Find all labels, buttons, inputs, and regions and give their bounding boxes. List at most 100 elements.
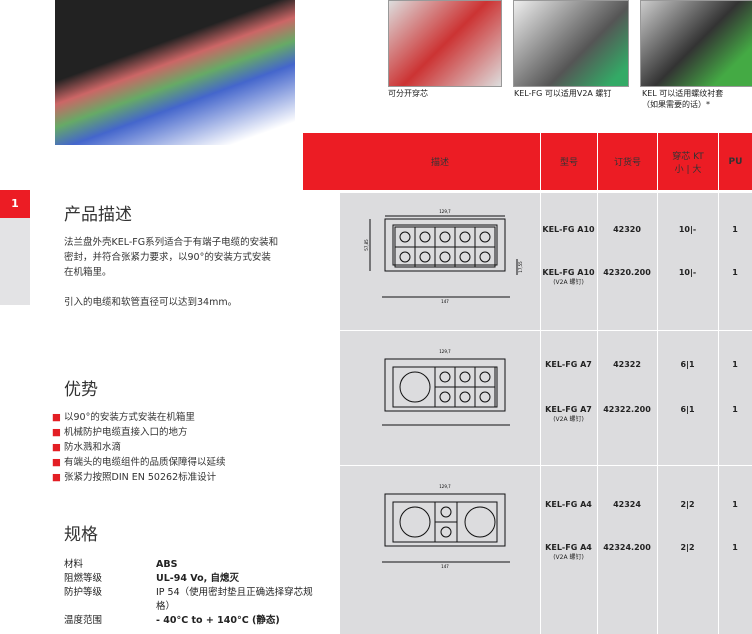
advantage-item: ■ 机械防护电缆直接入口的地方: [52, 427, 188, 438]
header-description: 描述: [430, 158, 449, 168]
pu: 1: [732, 500, 738, 509]
cell-kt: 2|2: [657, 500, 718, 509]
cell-order: 42320: [597, 225, 657, 234]
svg-text:147: 147: [441, 564, 449, 569]
drawing-a10: 129,7 147 57,85 17,55: [364, 209, 523, 304]
pu: 1: [732, 360, 738, 369]
kt: 2|2: [680, 543, 695, 552]
pu: 1: [732, 405, 738, 414]
model: KEL-FG A7: [545, 360, 592, 369]
model: KEL-FG A7: [545, 405, 592, 414]
model: KEL-FG A10: [542, 268, 595, 277]
grommet-cell: [474, 226, 496, 248]
grommet-hole: [479, 391, 491, 403]
advantages-title: 优势: [64, 380, 98, 400]
grommet-hole: [459, 251, 471, 263]
grommet-cell: [414, 226, 436, 248]
advantages-list: ■ 以90°的安装方式安装在机箱里 ■ 机械防护电缆直接入口的地方 ■ 防水溅和…: [52, 410, 226, 485]
cell-pu: 1: [718, 405, 752, 414]
cell-pu: 1: [718, 268, 752, 277]
dim-side: 17,55: [518, 261, 523, 273]
description-text: 法兰盘外壳KEL-FG系列适合于有端子电缆的安装和密封，并符合张紧力要求，以90…: [64, 235, 279, 310]
grommet-cell: [474, 246, 496, 268]
grommet-cell: [454, 386, 476, 408]
cell-kt: 6|1: [657, 405, 718, 414]
order-number: 42322.200: [603, 405, 651, 414]
grommet-hole: [419, 251, 431, 263]
description-title: 产品描述: [64, 205, 132, 225]
kt: 10|-: [678, 225, 697, 234]
order-number: 42320: [613, 225, 641, 234]
pu: 1: [732, 543, 738, 552]
cell-kt: 6|1: [657, 360, 718, 369]
grommet-hole: [459, 371, 471, 383]
grommet-cell: [434, 226, 456, 248]
description-p1: 法兰盘外壳KEL-FG系列适合于有端子电缆的安装和密封，并符合张紧力要求，以90…: [64, 237, 279, 278]
cell-pu: 1: [718, 360, 752, 369]
svg-text:129,7: 129,7: [439, 349, 451, 354]
grommet-cell: [434, 386, 456, 408]
grommet-cell: [414, 246, 436, 268]
caption-3: KEL 可以适用螺纹衬套 （如果需要的话）*: [642, 89, 724, 109]
advantage-item: ■ 张紧力按照DIN EN 50262标准设计: [52, 472, 217, 483]
kt: 6|1: [680, 405, 695, 414]
table-header: 描述 型号 订货号 穿芯 KT 小 | 大 PU: [303, 133, 752, 190]
cell-model: KEL-FG A10 (V2A 螺钉): [540, 268, 597, 286]
cell-model: KEL-FG A7 (V2A 螺钉): [540, 405, 597, 423]
order-number: 42324: [613, 500, 641, 509]
grommet-hole: [399, 231, 411, 243]
pu: 1: [732, 268, 738, 277]
photo-v2a-screw: [513, 0, 629, 87]
cell-order: 42324.200: [597, 543, 657, 552]
model-note: (V2A 螺钉): [553, 279, 584, 286]
grommet-hole: [399, 251, 411, 263]
grommet-cell: [454, 226, 476, 248]
order-number: 42324.200: [603, 543, 651, 552]
order-number: 42320.200: [603, 268, 651, 277]
cell-order: 42324: [597, 500, 657, 509]
grommet-hole: [419, 231, 431, 243]
pu: 1: [732, 225, 738, 234]
model: KEL-FG A4: [545, 543, 592, 552]
description-p2: 引入的电缆和软管直径可以达到34mm。: [64, 297, 238, 308]
cell-model: KEL-FG A4 (V2A 螺钉): [540, 543, 597, 561]
kt: 2|2: [680, 500, 695, 509]
cell-pu: 1: [718, 500, 752, 509]
kt: 6|1: [680, 360, 695, 369]
grommet-cell: [434, 246, 456, 268]
advantage-item: ■ 有端头的电缆组件的品质保障得以延续: [52, 457, 226, 468]
model-note: (V2A 螺钉): [553, 416, 584, 423]
photo-split-core: [388, 0, 502, 87]
svg-text:129,7: 129,7: [439, 484, 451, 489]
specs-title: 规格: [64, 525, 98, 545]
dim-top: 129,7: [439, 209, 451, 214]
drawing-a4: 129,7 147: [382, 484, 510, 569]
grommet-hole: [459, 391, 471, 403]
cell-kt: 2|2: [657, 543, 718, 552]
cell-model: KEL-FG A10: [540, 225, 597, 234]
header-kt: 穿芯 KT 小 | 大: [657, 133, 718, 190]
model: KEL-FG A4: [545, 500, 592, 509]
advantage-item: ■ 以90°的安装方式安装在机箱里: [52, 412, 195, 423]
dim-height: 57,85: [364, 239, 369, 251]
advantage-item: ■ 防水溅和水滴: [52, 442, 122, 453]
page-tab: 1: [0, 190, 30, 218]
cell-kt: 10|-: [657, 225, 718, 234]
grommet-hole: [479, 251, 491, 263]
header-pu: PU: [718, 133, 752, 190]
grommet-cell: [454, 246, 476, 268]
product-photo: [55, 0, 295, 145]
caption-2: KEL-FG 可以适用V2A 螺钉: [514, 89, 612, 98]
grommet-cell: [474, 386, 496, 408]
grommet-cell: [394, 246, 416, 268]
grommet-cell: [394, 226, 416, 248]
grommet-hole: [479, 231, 491, 243]
cell-order: 42320.200: [597, 268, 657, 277]
grommet-hole: [459, 231, 471, 243]
model-note: (V2A 螺钉): [553, 554, 584, 561]
header-order: 订货号: [597, 133, 657, 190]
caption-1: 可分开穿芯: [388, 89, 428, 98]
grommet-hole: [439, 371, 451, 383]
drawing-a7: 129,7: [382, 349, 510, 426]
